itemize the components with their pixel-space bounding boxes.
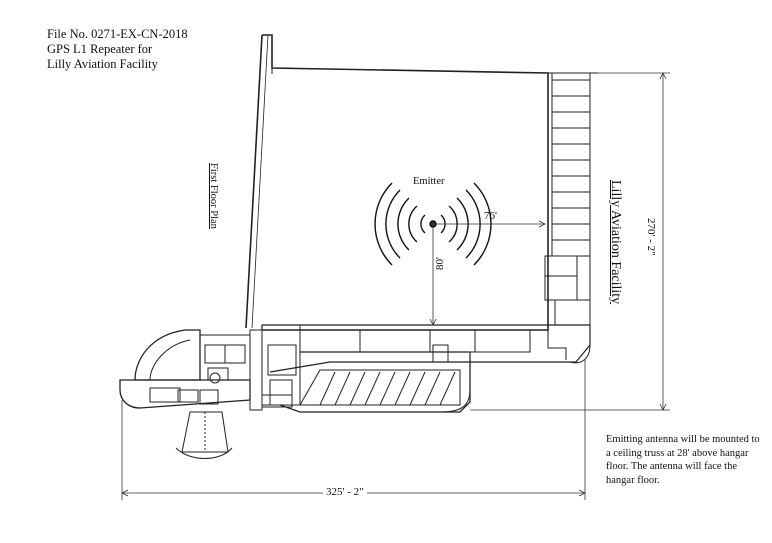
first-floor-plan-label: First Floor Plan (208, 163, 219, 229)
right-annex-rooms (544, 72, 598, 326)
entry-canopy (175, 411, 233, 459)
antenna-note: Emitting antenna will be mounted to a ce… (606, 434, 760, 486)
header-line-3: Lilly Aviation Facility (47, 57, 158, 71)
emitter-label: Emitter (413, 176, 445, 187)
vertical-distance-label: 80' (434, 257, 446, 270)
overall-height-label: 270' - 2" (645, 216, 657, 258)
office-wing (119, 324, 591, 413)
hangar-outline (245, 34, 549, 331)
file-number: File No. 0271-EX-CN-2018 (47, 27, 188, 41)
facility-name-label: Lilly Aviation Facility (608, 180, 623, 305)
header-line-2: GPS L1 Repeater for (47, 42, 153, 56)
emitter-dimension-lines (429, 220, 546, 326)
drawing-header: File No. 0271-EX-CN-2018 GPS L1 Repeater… (47, 27, 188, 72)
horizontal-distance-label: 76' (484, 210, 497, 222)
overall-dimension-lines (121, 72, 670, 500)
overall-width-label: 325' - 2" (323, 486, 367, 498)
